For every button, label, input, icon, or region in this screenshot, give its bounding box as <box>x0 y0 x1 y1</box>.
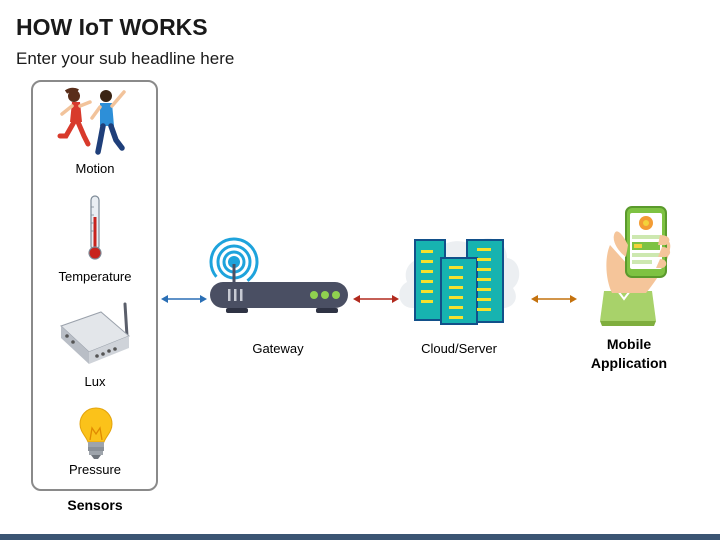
smartphone-hand-icon <box>600 206 671 326</box>
sensor-label-pressure: Pressure <box>68 462 122 477</box>
sensors-group-box <box>31 80 158 491</box>
wifi-router-icon <box>209 237 348 313</box>
mobile-label-line2: Application <box>590 355 668 371</box>
page-title: HOW IoT WORKS <box>16 14 208 40</box>
double-arrow-sensors-gateway <box>161 295 207 303</box>
sensor-label-temperature: Temperature <box>58 269 132 284</box>
cloud-server-label: Cloud/Server <box>421 341 497 356</box>
page-subtitle: Enter your sub headline here <box>16 49 235 68</box>
footer-bar <box>0 534 720 540</box>
double-arrow-cloud-mobile <box>531 295 577 303</box>
sensor-label-lux: Lux <box>84 374 106 389</box>
mobile-label-line1: Mobile <box>606 336 652 352</box>
thermometer-icon <box>88 195 102 260</box>
sensors-group-label: Sensors <box>67 497 123 513</box>
cloud-server-icon <box>399 238 520 325</box>
light-bulb-icon <box>79 407 113 459</box>
gateway-label: Gateway <box>252 341 304 356</box>
running-people-icon <box>57 87 126 155</box>
mobile-application-label: Mobile Application <box>569 335 689 373</box>
double-arrow-gateway-cloud <box>353 295 399 303</box>
router-device-icon <box>60 302 130 364</box>
sensor-label-motion: Motion <box>75 161 115 176</box>
